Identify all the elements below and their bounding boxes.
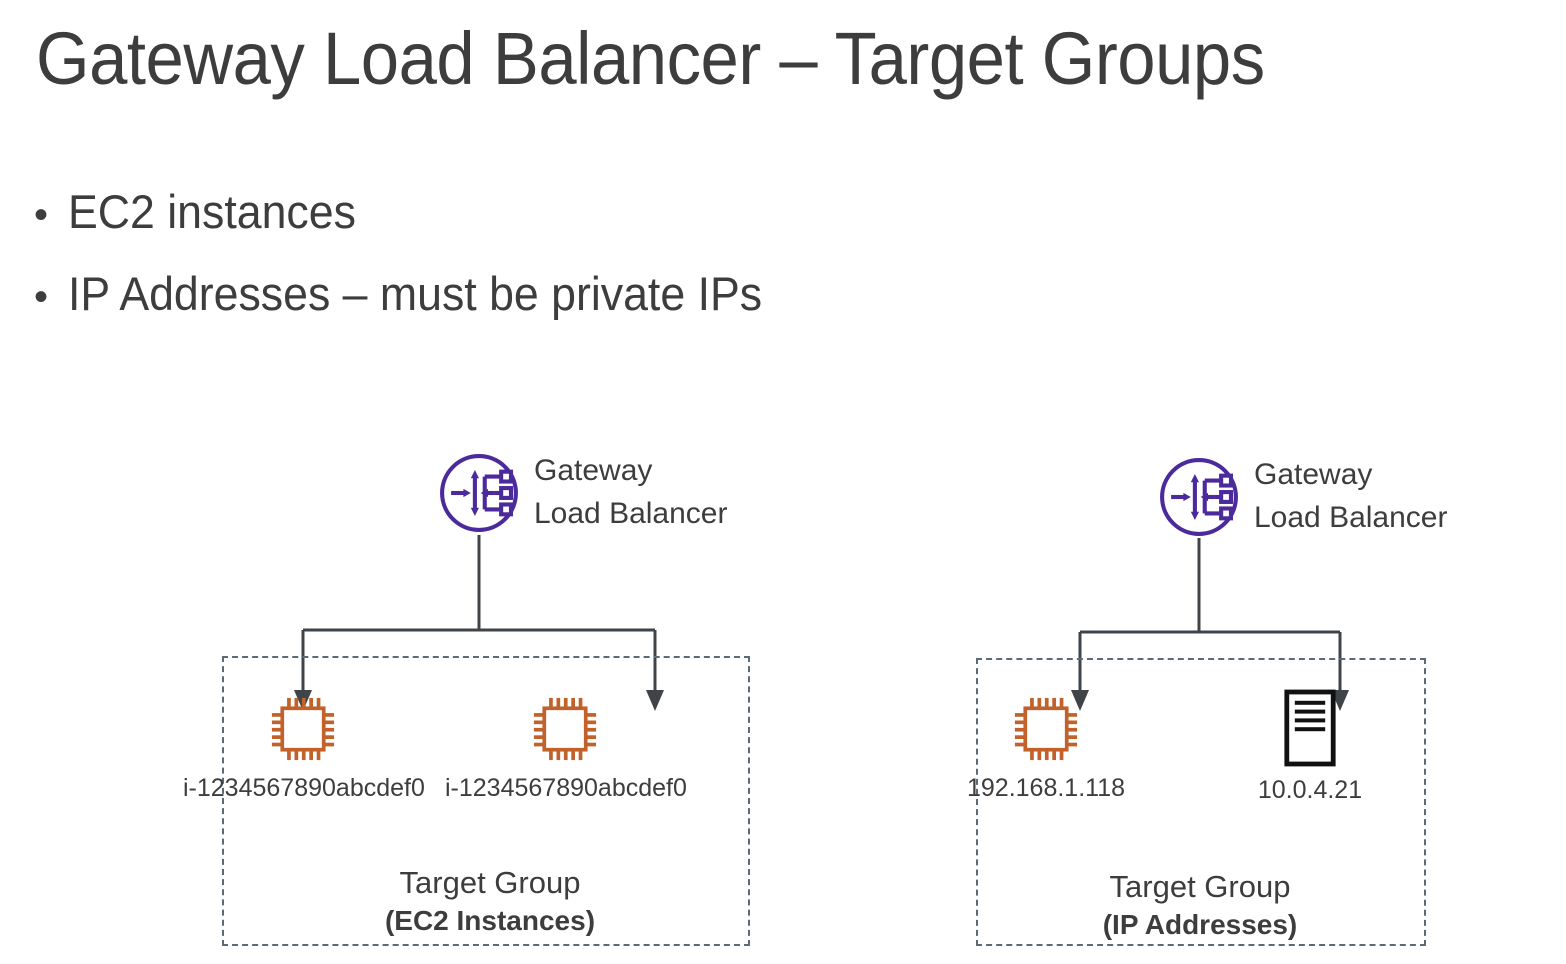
target-group-caption: Target Group (IP Addresses) [920, 868, 1480, 942]
bullet-marker-icon: • [34, 275, 49, 319]
architecture-diagram: Gateway Load Balancer [0, 430, 1566, 964]
list-item: • IP Addresses – must be private IPs [34, 266, 1434, 321]
target-group-title: Target Group [1109, 869, 1291, 904]
bullet-text: EC2 instances [68, 185, 356, 238]
gwlb-label-line1: Gateway [534, 454, 653, 487]
target-group-caption: Target Group (EC2 Instances) [150, 864, 830, 938]
target-group-panel-ip: Gateway Load Balancer [920, 430, 1480, 964]
node-caption: 10.0.4.21 [1257, 776, 1363, 804]
node-caption: 192.168.1.118 [966, 774, 1126, 802]
gwlb-label-line2: Load Balancer [1254, 500, 1448, 534]
target-group-panel-ec2: Gateway Load Balancer [150, 430, 830, 964]
ec2-instance-icon [1014, 697, 1078, 761]
target-group-title: Target Group [399, 865, 581, 900]
target-group-subtitle: (EC2 Instances) [384, 904, 596, 936]
bullet-text: IP Addresses – must be private IPs [68, 267, 763, 320]
gateway-load-balancer-icon [440, 453, 518, 532]
ec2-instance-icon [533, 697, 597, 761]
target-node: 10.0.4.21 [1190, 688, 1430, 805]
gwlb-label-line2: Load Balancer [534, 496, 728, 530]
gateway-load-balancer-node: Gateway Load Balancer [1158, 454, 1447, 539]
page-title: Gateway Load Balancer – Target Groups [36, 17, 1265, 100]
node-caption: i-1234567890abcdef0 [183, 774, 425, 802]
server-icon [1284, 689, 1336, 767]
bullet-marker-icon: • [34, 193, 49, 237]
target-group-subtitle: (IP Addresses) [1102, 908, 1298, 940]
gwlb-label-line1: Gateway [1254, 458, 1373, 491]
bullet-list: • EC2 instances • IP Addresses – must be… [34, 184, 1434, 348]
list-item: • EC2 instances [34, 184, 1434, 239]
target-node: i-1234567890abcdef0 [445, 692, 687, 803]
target-node: i-1234567890abcdef0 [183, 692, 425, 803]
gateway-load-balancer-label: Gateway Load Balancer [534, 450, 727, 535]
target-node: 192.168.1.118 [926, 692, 1166, 803]
gateway-load-balancer-node: Gateway Load Balancer [438, 450, 727, 535]
target-group-box [222, 656, 750, 946]
ec2-instance-icon [271, 697, 335, 761]
node-caption: i-1234567890abcdef0 [445, 774, 687, 802]
gateway-load-balancer-icon [1160, 457, 1238, 536]
gateway-load-balancer-label: Gateway Load Balancer [1254, 454, 1447, 539]
target-group-box [976, 658, 1426, 946]
